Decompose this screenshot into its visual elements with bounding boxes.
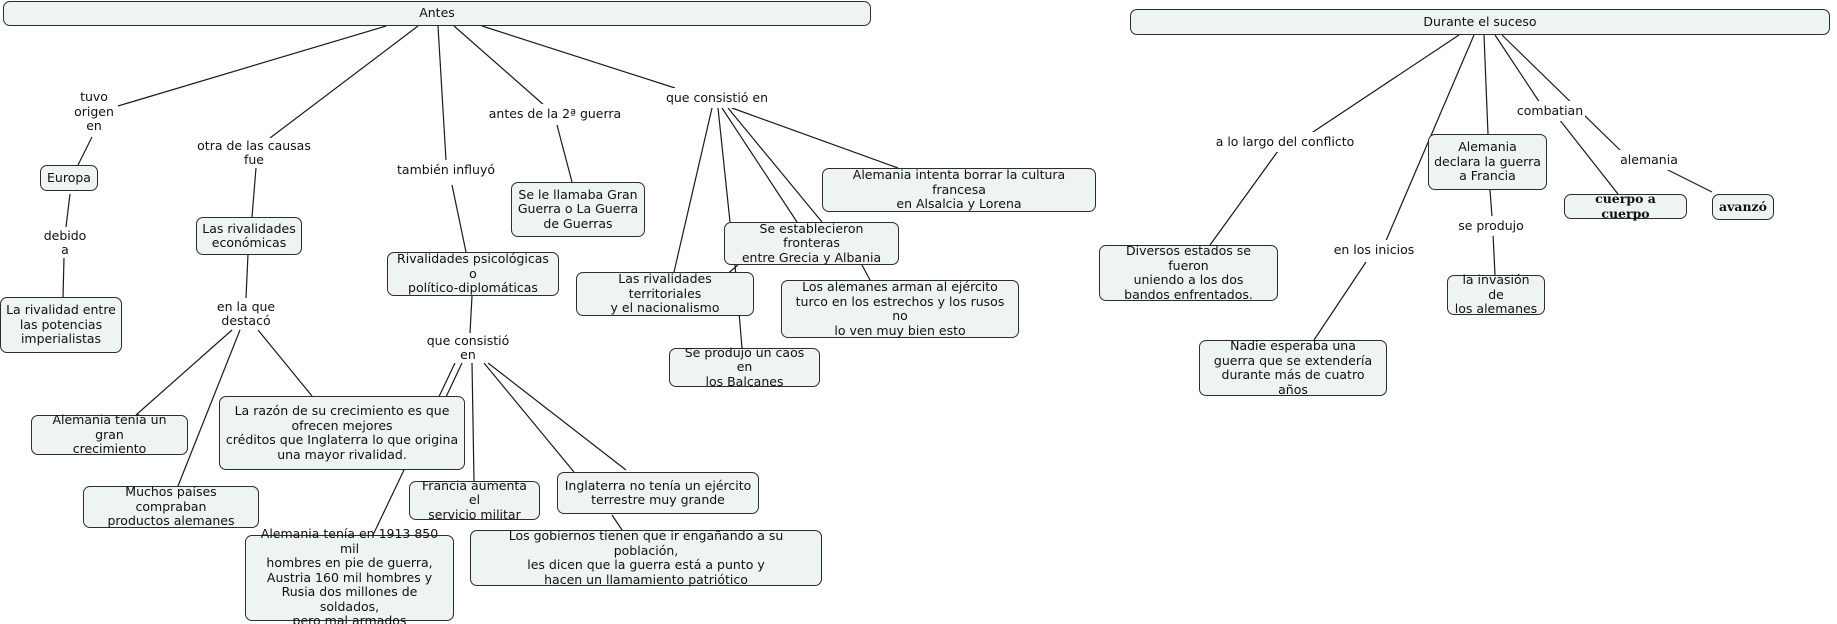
concept-alemania-1913[interactable]: Alemania tenía en 1913 850 mil hombres e… [245,527,454,624]
concept-diversos-estados[interactable]: Diversos estados se fueron uniendo a los… [1099,243,1278,301]
concept-nadie-esperaba[interactable]: Nadie esperaba una guerra que se extende… [1199,338,1387,396]
link-debido-a: debido a [40,228,90,258]
concept-inglaterra-ejercito[interactable]: Inglaterra no tenía un ejército terrestr… [557,472,759,514]
concept-invasion-alemanes[interactable]: la invasión de los alemanes [1447,273,1545,316]
concept-gran-guerra[interactable]: Se le llamaba Gran Guerra o La Guerra de… [511,182,645,237]
concept-razon-crecimiento[interactable]: La razón de su crecimiento es que ofrece… [219,396,465,470]
concept-cuerpo-a-cuerpo[interactable]: cuerpo a cuerpo [1564,191,1687,220]
concept-alemania-declara[interactable]: Alemania declara la guerra a Francia [1428,134,1547,190]
concept-fronteras[interactable]: Se establecieron fronteras entre Grecia … [724,221,899,265]
concept-avanzo[interactable]: avanzó [1712,194,1774,220]
concept-alemanes-arman[interactable]: Los alemanes arman al ejército turco en … [781,279,1019,338]
concept-caos-balcanes[interactable]: Se produjo un caos en los Balcanes [669,345,820,389]
concept-paises-compraban[interactable]: Muchos países compraban productos aleman… [83,485,259,528]
link-a-lo-largo-del-conflicto: a lo largo del conflicto [1210,132,1360,152]
link-en-la-que-destaco: en la que destacó [212,299,280,329]
concept-francia-servicio[interactable]: Francia aumenta el servicio militar [409,478,540,522]
link-que-consistio-en-1: que consistió en [420,333,516,363]
concept-durante-el-suceso[interactable]: Durante el suceso [1130,9,1830,35]
concept-rivalidades-territoriales[interactable]: Las rivalidades territoriales y el nacio… [576,272,754,316]
link-otra-de-las-causas: otra de las causas fue [195,138,313,168]
concept-alemania-crecimiento[interactable]: Alemania tenía un gran crecimiento [31,413,188,456]
concept-gobiernos-enganando[interactable]: Los gobiernos tienen que ir engañando a … [470,528,822,586]
link-antes-de-la-2a-guerra: antes de la 2ª guerra [485,104,625,124]
concept-europa[interactable]: Europa [40,165,98,191]
link-combatian: combatian [1515,101,1585,121]
concept-rivalidad-potencias[interactable]: La rivalidad entre las potencias imperia… [0,297,122,353]
link-se-produjo: se produjo [1452,216,1530,236]
link-tuvo-origen-en: tuvo origen en [70,89,118,135]
link-alemania: alemania [1617,150,1681,170]
concept-antes[interactable]: Antes [3,1,871,26]
concept-rivalidades-economicas[interactable]: Las rivalidades económicas [196,217,302,255]
link-que-consistio-en-2: que consistió en [660,88,774,108]
link-en-los-inicios: en los inicios [1332,240,1416,260]
concept-rivalidades-psicologicas[interactable]: Rivalidades psicológicas o político-dipl… [387,252,559,296]
concept-alemania-borrar[interactable]: Alemania intenta borrar la cultura franc… [822,168,1096,212]
link-tambien-influyo: también influyó [390,160,502,180]
